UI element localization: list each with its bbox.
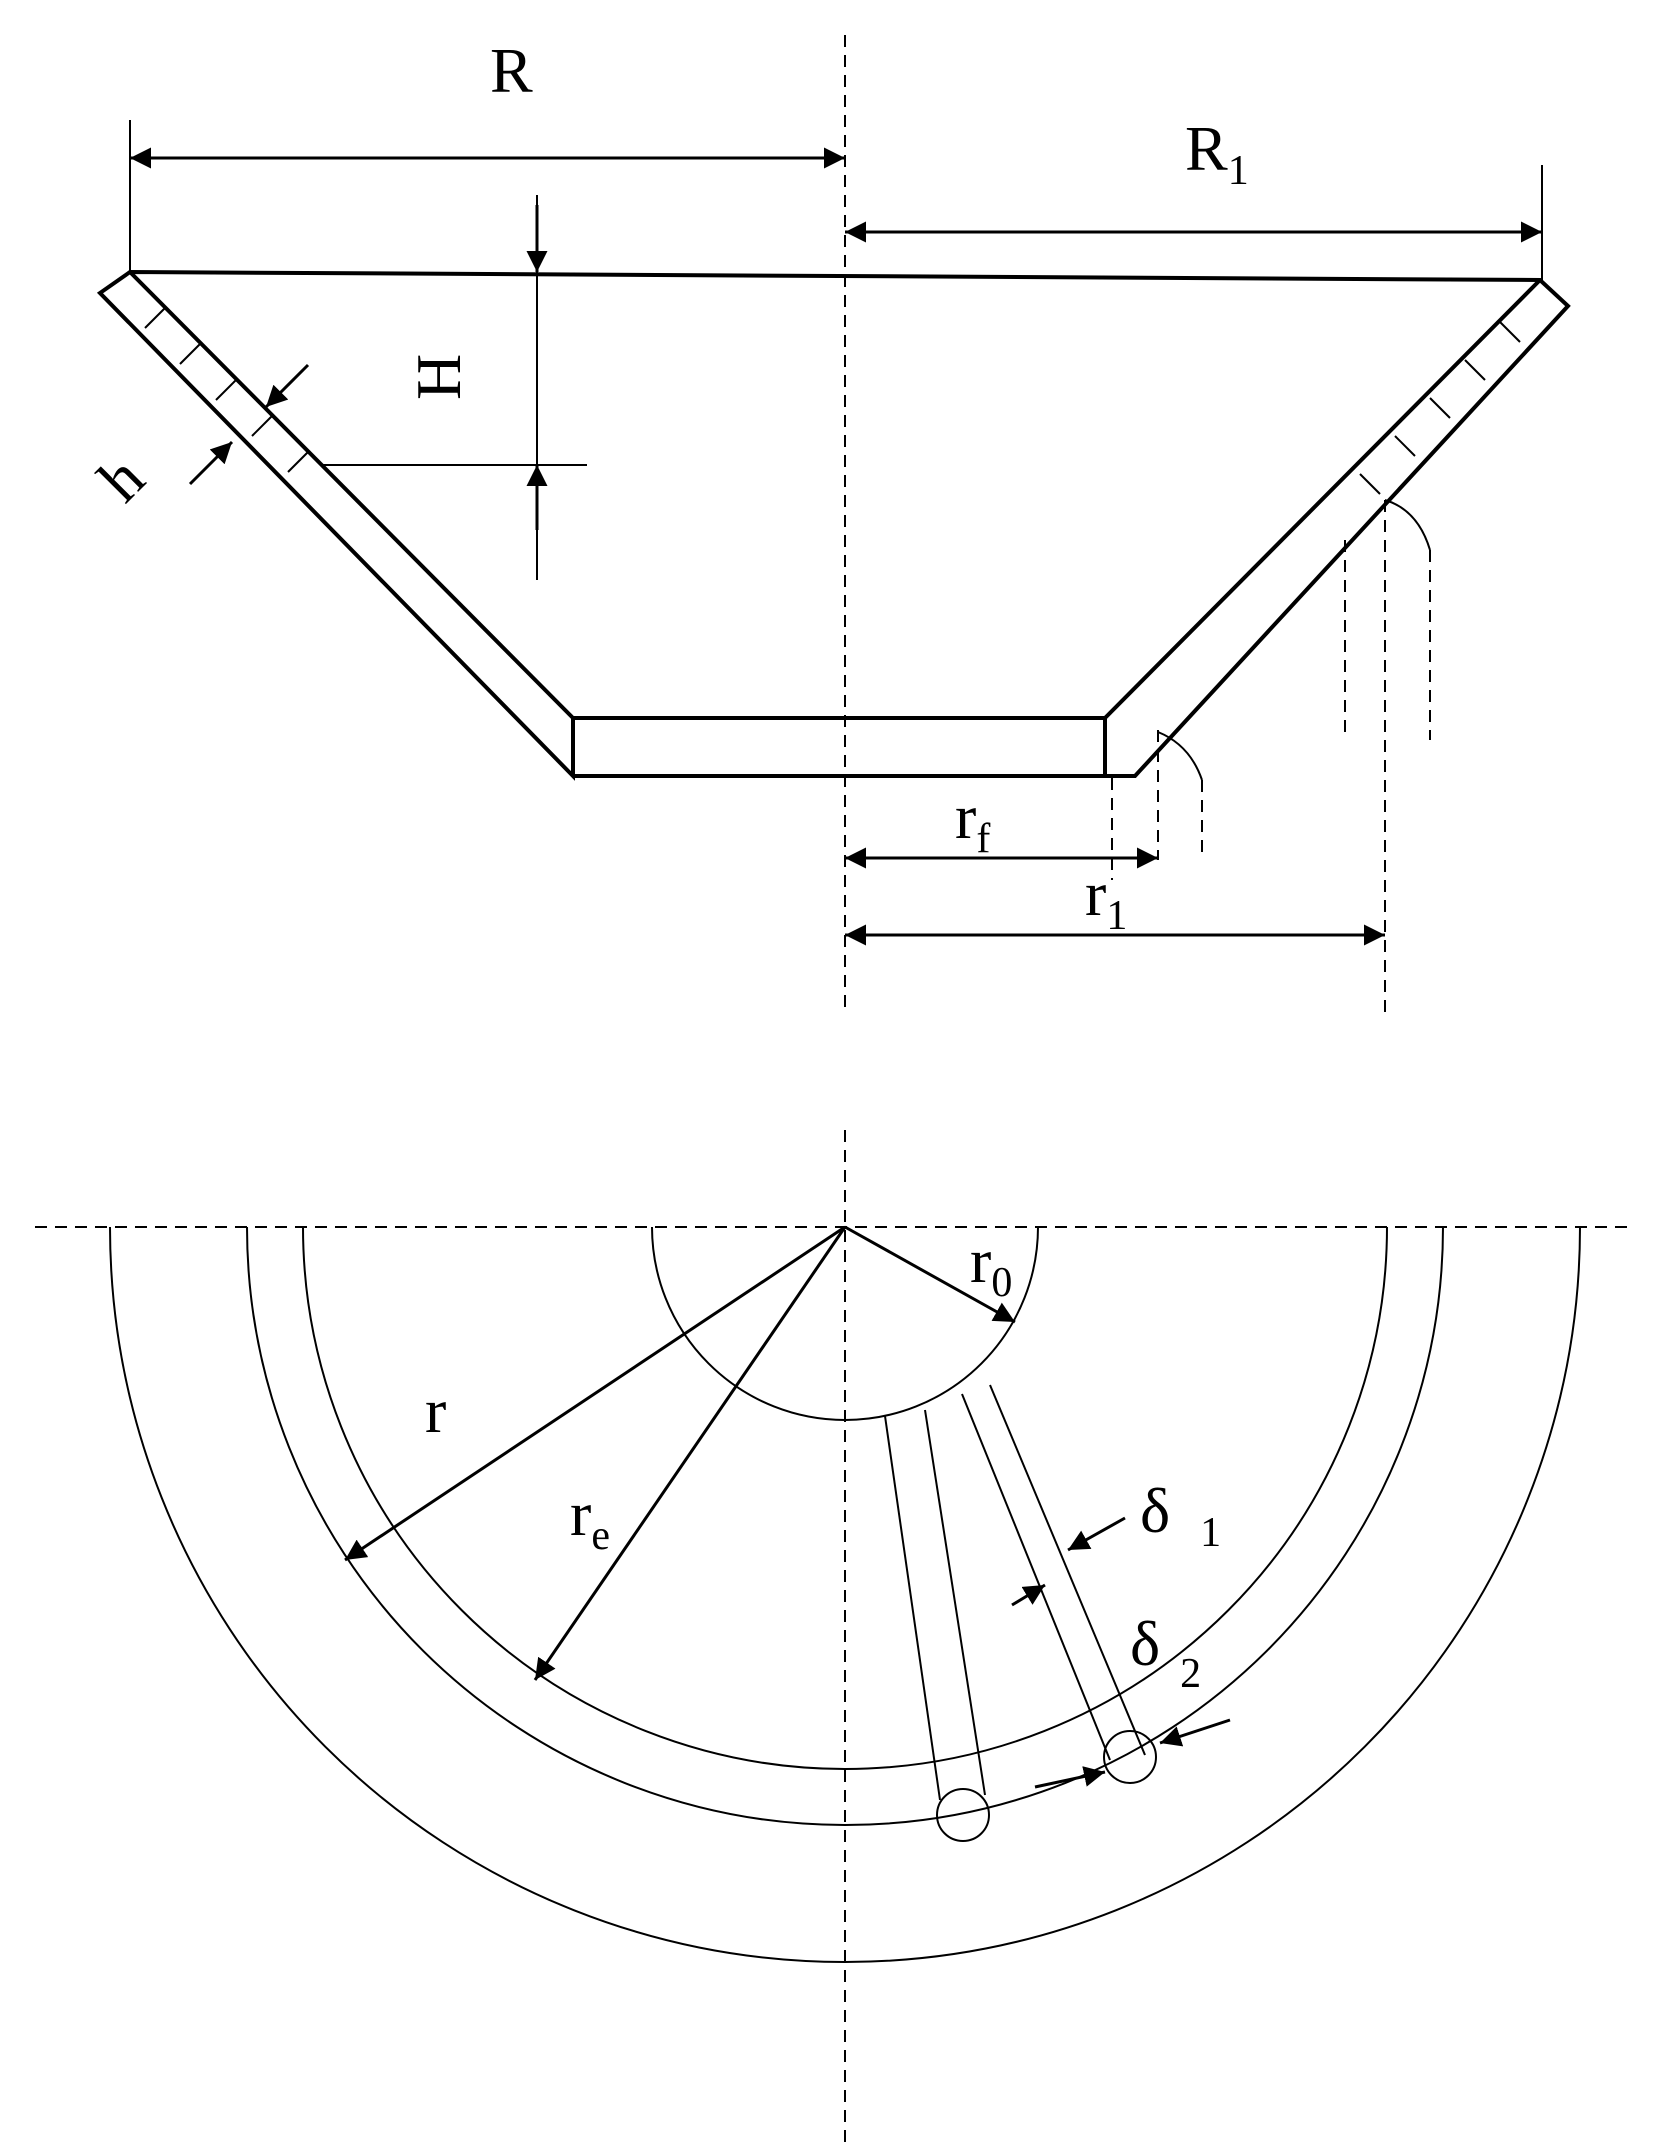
cone-outline	[96, 269, 1571, 781]
r-radius	[344, 1225, 846, 1562]
right-wall-inner	[1103, 278, 1542, 720]
h-arrow-inner	[264, 363, 310, 409]
r0-circle	[651, 1226, 1039, 1421]
label-r: r	[425, 1375, 446, 1446]
right-wall-segments	[1359, 321, 1521, 495]
tube-2-left	[961, 1393, 1111, 1761]
label-h: h	[85, 442, 158, 515]
outer-circle	[109, 1226, 1581, 1963]
middle-circle	[246, 1226, 1444, 1826]
label-re: re	[570, 1478, 610, 1559]
label-r1: r1	[1085, 858, 1127, 939]
re-circle	[302, 1226, 1388, 1770]
left-wall-segments	[144, 307, 309, 473]
tube-1-end	[936, 1788, 990, 1842]
r0-radius	[844, 1225, 1016, 1324]
label-H: H	[403, 354, 474, 400]
label-R: R	[490, 35, 533, 106]
tube-1-left	[884, 1415, 941, 1801]
tube-2-right	[989, 1384, 1146, 1756]
cone-section-view: R R1 H h rf r1	[85, 35, 1571, 1012]
left-wall-inner	[128, 270, 575, 720]
tube-2-end	[1103, 1730, 1157, 1784]
h-arrow-outer	[188, 440, 234, 486]
label-r0: r0	[970, 1225, 1012, 1306]
rf-arc	[1157, 731, 1203, 781]
delta1-arrow-inner	[1011, 1583, 1046, 1607]
delta2-arrow-upper	[1159, 1718, 1231, 1747]
r1-arc	[1384, 499, 1431, 551]
label-R1: R1	[1185, 113, 1249, 194]
delta1-arrow-outer	[1067, 1516, 1126, 1552]
label-rf: rf	[955, 781, 990, 862]
re-radius	[533, 1226, 847, 1681]
tube-1-right	[924, 1409, 986, 1796]
delta2-arrow-lower	[1034, 1766, 1106, 1789]
